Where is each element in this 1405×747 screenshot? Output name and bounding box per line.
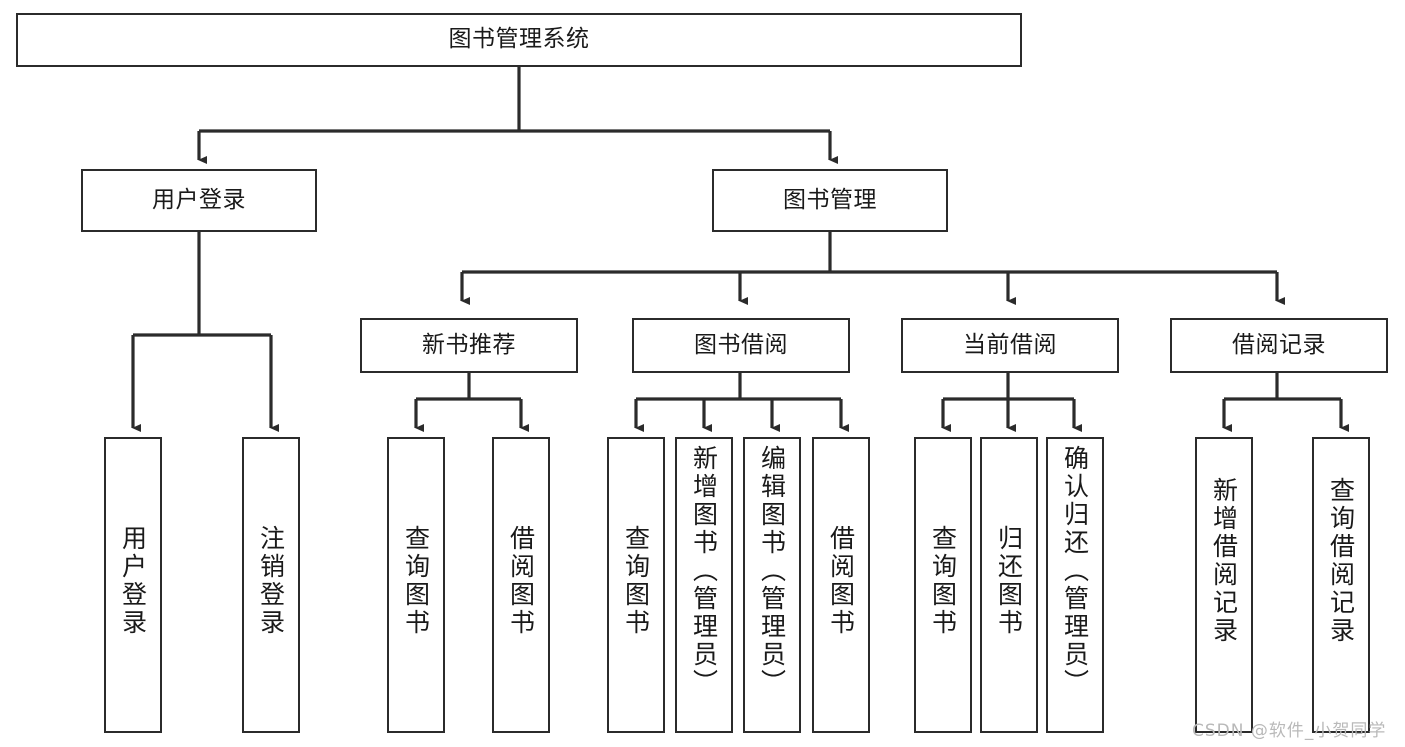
node-leaf-logout-login-label: 注销登录	[256, 525, 286, 637]
node-book-management-label: 图书管理	[783, 186, 877, 213]
node-leaf-add-book[interactable]: 新增图书（管理员）	[675, 437, 733, 733]
node-leaf-query-record[interactable]: 查询借阅记录	[1312, 437, 1370, 733]
node-borrow-record-label: 借阅记录	[1232, 331, 1326, 358]
node-leaf-borrow-book-1-label: 借阅图书	[506, 525, 536, 637]
node-leaf-borrow-book-2[interactable]: 借阅图书	[812, 437, 870, 733]
node-leaf-query-book-1[interactable]: 查询图书	[387, 437, 445, 733]
node-leaf-user-login[interactable]: 用户登录	[104, 437, 162, 733]
node-leaf-logout-login[interactable]: 注销登录	[242, 437, 300, 733]
node-book-borrow-label: 图书借阅	[694, 331, 788, 358]
node-root-system[interactable]: 图书管理系统	[16, 13, 1022, 67]
node-current-borrow-label: 当前借阅	[963, 331, 1057, 358]
node-current-borrow[interactable]: 当前借阅	[901, 318, 1119, 373]
node-borrow-record[interactable]: 借阅记录	[1170, 318, 1388, 373]
node-leaf-borrow-book-2-label: 借阅图书	[826, 525, 856, 637]
node-user-login[interactable]: 用户登录	[81, 169, 317, 232]
node-leaf-add-record[interactable]: 新增借阅记录	[1195, 437, 1253, 733]
node-leaf-query-book-2[interactable]: 查询图书	[607, 437, 665, 733]
node-leaf-borrow-book-1[interactable]: 借阅图书	[492, 437, 550, 733]
node-leaf-edit-book-label: 编辑图书（管理员）	[757, 445, 787, 697]
node-new-book-recommend[interactable]: 新书推荐	[360, 318, 578, 373]
node-user-login-label: 用户登录	[152, 186, 246, 213]
node-leaf-edit-book[interactable]: 编辑图书（管理员）	[743, 437, 801, 733]
node-book-management[interactable]: 图书管理	[712, 169, 948, 232]
node-leaf-return-book[interactable]: 归还图书	[980, 437, 1038, 733]
node-leaf-confirm-return-label: 确认归还（管理员）	[1060, 445, 1090, 697]
node-leaf-query-book-2-label: 查询图书	[621, 525, 651, 637]
node-leaf-query-record-label: 查询借阅记录	[1326, 477, 1356, 645]
node-leaf-query-book-3-label: 查询图书	[928, 525, 958, 637]
node-book-borrow[interactable]: 图书借阅	[632, 318, 850, 373]
node-leaf-confirm-return[interactable]: 确认归还（管理员）	[1046, 437, 1104, 733]
node-new-book-recommend-label: 新书推荐	[422, 331, 516, 358]
node-leaf-user-login-label: 用户登录	[118, 525, 148, 637]
node-root-system-label: 图书管理系统	[448, 26, 590, 53]
node-leaf-query-book-1-label: 查询图书	[401, 525, 431, 637]
node-leaf-return-book-label: 归还图书	[994, 525, 1024, 637]
node-leaf-add-record-label: 新增借阅记录	[1209, 477, 1239, 645]
node-leaf-add-book-label: 新增图书（管理员）	[689, 445, 719, 697]
node-leaf-query-book-3[interactable]: 查询图书	[914, 437, 972, 733]
